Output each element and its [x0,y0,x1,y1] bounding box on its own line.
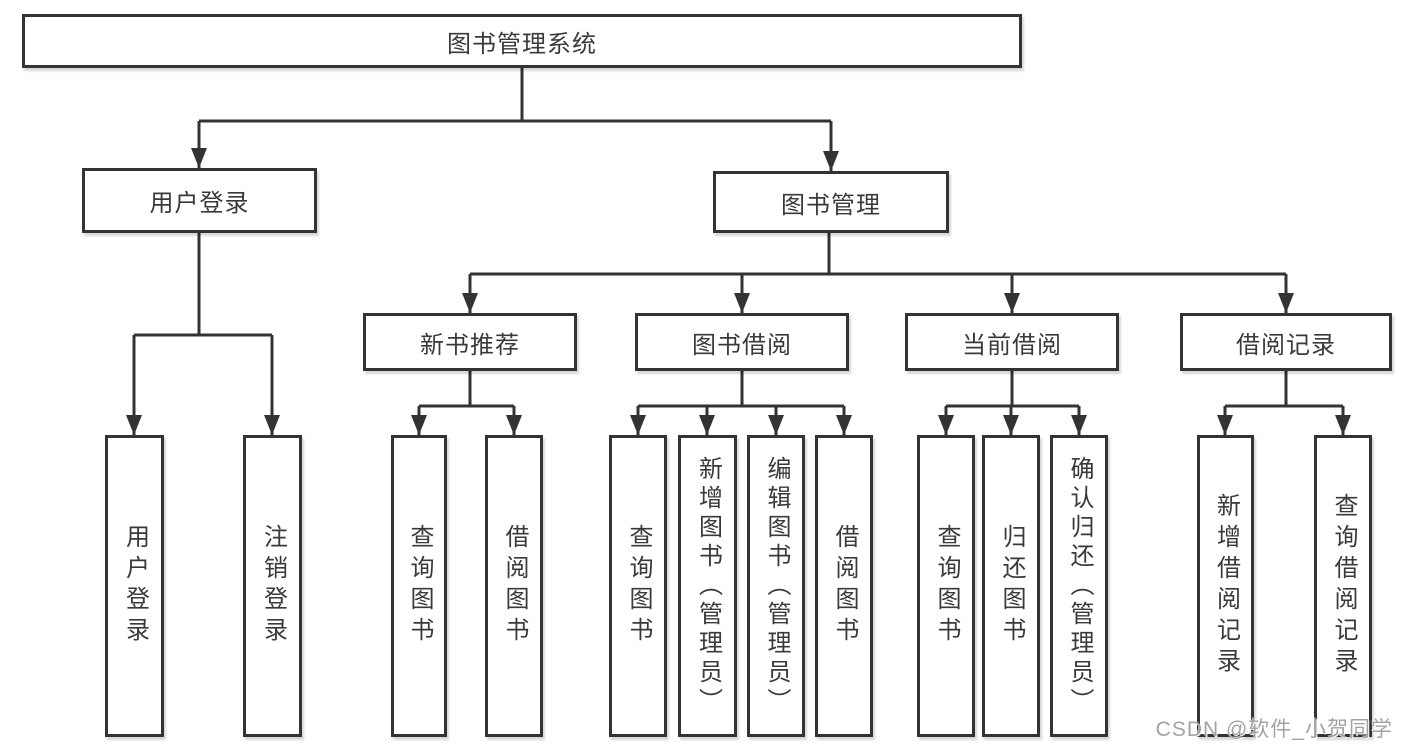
watermark: CSDN @软件_小贺同学 [1155,718,1393,741]
leaf-borrow-books-recommend-label: 借阅图书 [501,524,528,648]
leaf-add-book-admin: 新增图书（管理员） [678,435,737,737]
node-library-system-label: 图书管理系统 [447,30,597,58]
leaf-user-login-label: 用户登录 [121,524,149,648]
node-borrow-records: 借阅记录 [1180,313,1392,371]
node-book-borrowing: 图书借阅 [635,313,849,371]
leaf-return-book: 归还图书 [982,435,1040,737]
leaf-search-borrow-record-label: 查询借阅记录 [1330,493,1357,679]
node-book-management: 图书管理 [713,171,949,233]
leaf-search-books-borrowing: 查询图书 [609,435,667,737]
node-current-borrowing-label: 当前借阅 [962,331,1062,359]
node-current-borrowing: 当前借阅 [905,313,1119,371]
leaf-add-book-admin-label: 新增图书（管理员） [694,455,722,717]
leaf-search-books-current: 查询图书 [917,435,975,737]
leaf-confirm-return-admin-label: 确认归还（管理员） [1066,455,1093,717]
leaf-search-books-recommend: 查询图书 [391,435,447,737]
leaf-confirm-return-admin: 确认归还（管理员） [1050,435,1108,737]
node-book-borrowing-label: 图书借阅 [692,331,792,359]
leaf-borrow-books-label: 借阅图书 [831,524,858,648]
node-book-management-label: 图书管理 [781,191,881,219]
leaf-search-books-recommend-label: 查询图书 [406,524,433,648]
leaf-search-books-borrowing-label: 查询图书 [625,524,652,648]
leaf-edit-book-admin: 编辑图书（管理员） [747,435,805,737]
leaf-user-login: 用户登录 [105,435,164,737]
leaf-edit-book-admin-label: 编辑图书（管理员） [763,455,790,717]
node-borrow-records-label: 借阅记录 [1236,331,1336,359]
leaf-return-book-label: 归还图书 [998,524,1025,648]
node-user-login: 用户登录 [82,168,317,233]
node-user-login-label: 用户登录 [149,190,250,217]
leaf-add-borrow-record: 新增借阅记录 [1197,435,1254,737]
leaf-add-borrow-record-label: 新增借阅记录 [1212,493,1240,679]
leaf-logout: 注销登录 [243,435,302,737]
leaf-search-books-current-label: 查询图书 [933,524,960,648]
leaf-logout-label: 注销登录 [259,524,287,648]
leaf-search-borrow-record: 查询借阅记录 [1314,435,1372,737]
node-new-book-recommend-label: 新书推荐 [420,331,520,359]
node-new-book-recommend: 新书推荐 [363,313,577,371]
leaf-borrow-books-recommend: 借阅图书 [485,435,543,737]
node-library-system: 图书管理系统 [22,14,1022,68]
leaf-borrow-books: 借阅图书 [815,435,873,737]
